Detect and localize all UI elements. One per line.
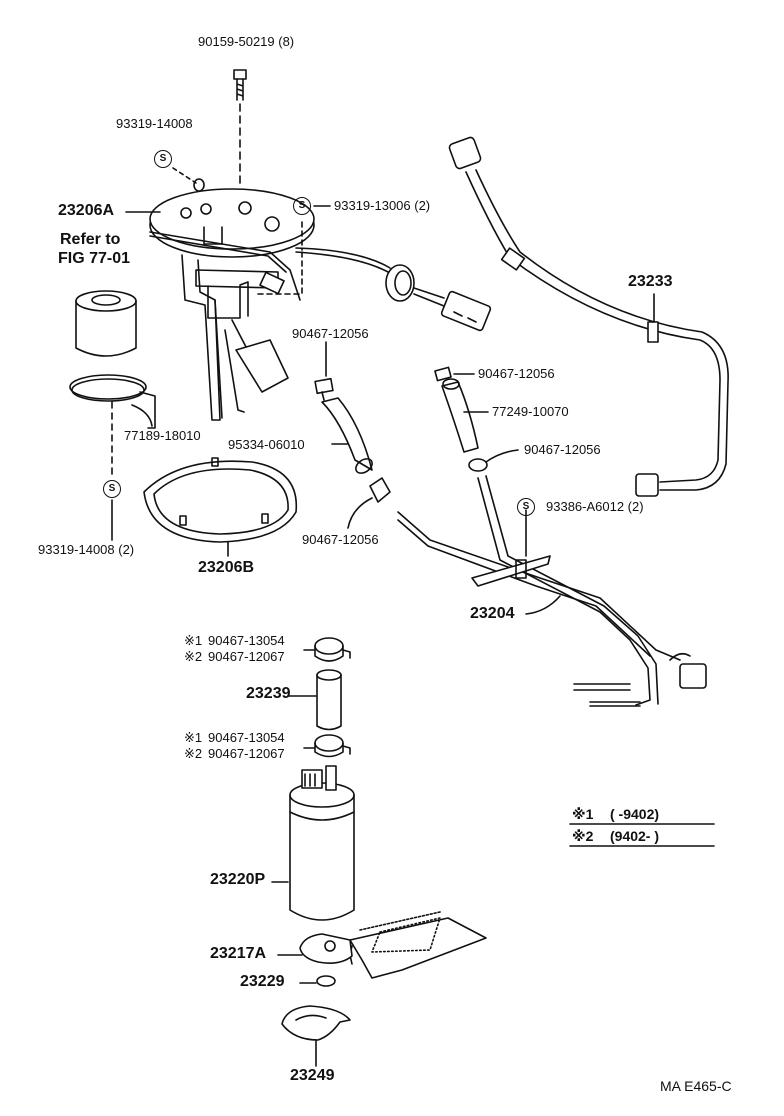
label-seal-tube: 93386-A6012 (2) <box>546 499 644 514</box>
label-seal-gauge: 93319-13006 (2) <box>334 198 431 213</box>
hose-right-parts <box>435 367 487 471</box>
note1-mark-a: ※1 <box>184 633 203 648</box>
bolt-part <box>234 70 246 100</box>
label-clip-upper-left: 90467-12056 <box>292 326 369 341</box>
label-clip-lower-left: 90467-12056 <box>302 532 379 547</box>
fuel-filter-part <box>76 291 136 356</box>
pump-filter-part <box>300 912 486 978</box>
label-tube-assy: 23204 <box>470 605 515 622</box>
leader-filter-bracket <box>132 405 152 426</box>
fuel-pump-part <box>290 766 354 920</box>
label-clip-upper-right: 90467-12056 <box>478 366 555 381</box>
fuel-hose-assy-part <box>448 136 728 496</box>
pump-hose-part <box>317 670 341 730</box>
pump-clamp-upper-part <box>315 638 350 661</box>
label-hose-left: 95334-06010 <box>228 437 305 452</box>
hose-left-parts <box>315 379 390 502</box>
seal-top-leader <box>173 168 196 183</box>
note2-mark-b: ※2 <box>184 746 203 761</box>
refer-fig-label: FIG 77-01 <box>58 250 131 267</box>
label-pump-cushion: 23249 <box>290 1067 335 1084</box>
s-mark-top: S <box>154 150 172 168</box>
label-clamp-b2: 90467-12067 <box>208 746 285 761</box>
label-gasket: 23206B <box>198 559 255 576</box>
legend-underline <box>570 824 714 846</box>
legend-row1-mark: ※1 <box>572 806 594 822</box>
legend-row1-text: ( -9402) <box>610 806 660 822</box>
s-mark-gauge: S <box>293 197 311 215</box>
wire-harness-part <box>296 248 491 331</box>
leader-tube-assy <box>526 596 560 614</box>
sender-gauge-part <box>150 189 314 420</box>
label-clamp-b1: 90467-13054 <box>208 730 285 745</box>
label-seal-bottom: 93319-14008 (2) <box>38 542 135 557</box>
s-mark-bottom: S <box>103 480 121 498</box>
connector-leader <box>258 252 302 294</box>
tube-assy-part <box>398 476 706 706</box>
refer-to-label: Refer to <box>60 231 121 248</box>
gasket-part <box>144 458 296 542</box>
label-pump-hose: 23239 <box>246 685 291 702</box>
note2-mark-a: ※2 <box>184 649 203 664</box>
label-bolt: 90159-50219 (8) <box>198 34 295 49</box>
leader-clip-lower-right <box>486 450 518 462</box>
pump-clamp-lower-part <box>315 735 350 757</box>
legend-row2-mark: ※2 <box>572 828 594 844</box>
label-cushion: 23229 <box>240 973 285 990</box>
s-mark-tube: S <box>517 498 535 516</box>
diagram-code: MA E465-C <box>660 1078 732 1094</box>
small-seal-part <box>194 179 204 191</box>
pump-cushion-part <box>282 1006 350 1040</box>
label-fuel-pump: 23220P <box>210 871 266 888</box>
label-pump-filter: 23217A <box>210 945 267 962</box>
label-clamp-a1: 90467-13054 <box>208 633 285 648</box>
label-seal-top: 93319-14008 <box>116 116 193 131</box>
label-filter-bracket: 77189-18010 <box>124 428 201 443</box>
label-hose-right: 77249-10070 <box>492 404 569 419</box>
leader-clip-lower-left <box>348 498 372 528</box>
note1-mark-b: ※1 <box>184 730 203 745</box>
label-fuel-hose-assy: 23233 <box>628 273 673 290</box>
filter-bracket-part <box>70 375 155 428</box>
label-sender-gauge: 23206A <box>58 202 115 219</box>
cushion-part <box>317 976 335 986</box>
label-clip-lower-right: 90467-12056 <box>524 442 601 457</box>
legend-row2-text: (9402- ) <box>610 828 660 844</box>
label-clamp-a2: 90467-12067 <box>208 649 285 664</box>
